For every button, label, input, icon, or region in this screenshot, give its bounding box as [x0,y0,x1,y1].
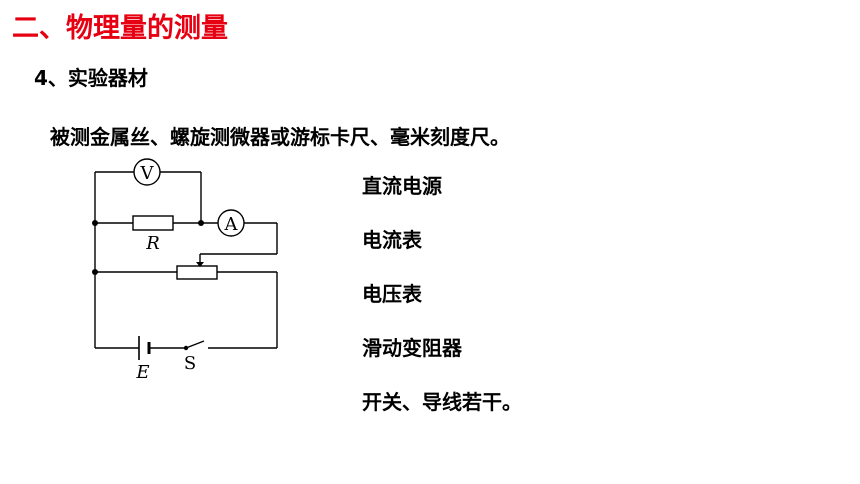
slider-arrow-icon [196,262,204,267]
junction-dot [92,269,98,275]
equipment-item: 开关、导线若干。 [362,390,522,414]
resistor-label: R [145,233,160,254]
voltmeter-label: V [140,163,155,184]
battery-label: E [135,362,149,383]
subsection-title: 4、实验器材 [34,66,148,90]
equipment-item: 直流电源 [362,174,442,198]
resistor [132,215,174,231]
junction-dot [92,220,98,226]
switch-label: S [184,353,196,374]
rheostat [176,265,218,280]
equipment-item: 电压表 [362,282,422,306]
equipment-item: 电流表 [362,228,422,252]
section-title: 二、物理量的测量 [12,13,228,44]
intro-text: 被测金属丝、螺旋测微器或游标卡尺、毫米刻度尺。 [50,125,510,149]
voltmeter-icon [133,158,161,186]
equipment-item: 滑动变阻器 [362,336,462,360]
ammeter-label: A [224,214,239,235]
ammeter-icon [217,209,245,237]
junction-dot [198,220,204,226]
switch-blade [185,340,205,349]
switch-pivot [183,345,189,351]
equipment-list: 直流电源 电流表 电压表 滑动变阻器 开关、导线若干。 [362,170,522,440]
